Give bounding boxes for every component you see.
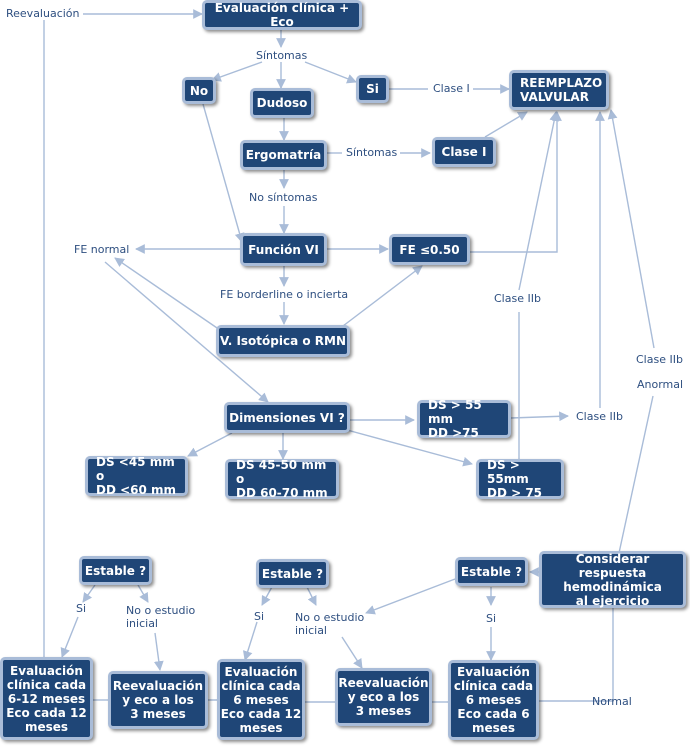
node-reeval-3-meses-2: Reevaluación y eco a los 3 meses [335,668,432,726]
label-clase-i-top: Clase I [433,82,470,95]
node-ds45-50-dd60-70: DS 45-50 mm o DD 60-70 mm [225,458,339,500]
edge-considerar-to-normal [585,608,614,702]
node-si: Si [356,75,389,103]
edge-fenormal-to-dimensiones [104,261,269,403]
edge-clasei-box-to-reemplazo [484,111,528,138]
edge-estable2-to-si [261,584,274,606]
node-no: No [182,77,216,104]
node-clase-i: Clase I [432,137,496,167]
node-ds45-dd60: DS <45 mm o DD <60 mm [85,455,188,497]
edge-estable2-to-no [305,584,317,606]
edge-sintomas-to-si [304,61,357,84]
label-no-estudio-1: No o estudio inicial [126,604,196,630]
node-eval-6-12-meses: Evaluación clínica cada 6-12 meses Eco c… [0,657,93,740]
label-fe-borderline: FE borderline o incierta [220,288,349,301]
node-reeval-3-meses-1: Reevaluación y eco a los 3 meses [108,671,208,729]
node-isotopica-rmn: V. Isotópica o RMN [216,325,350,357]
edge-no2-to-reeval [341,636,363,669]
label-clase-iib-right: Clase IIb [576,410,623,423]
label-anormal: Anormal [637,378,684,391]
node-estable-3: Estable ? [455,557,528,586]
edge-no1-to-reeval [153,632,164,671]
edge-si2-to-eval612b [242,621,258,661]
node-ds55-dd75-lower: DS > 55mm DD > 75 [476,458,564,500]
edge-isotopica-to-fenormal [114,257,221,331]
node-estable-2: Estable ? [256,559,329,588]
edge-isotopica-to-fe050 [342,265,423,327]
edge-no-to-funcion [202,103,245,243]
edge-estable3-to-noestudio [365,578,456,615]
node-ds55-dd75-upper: DS > 55 mm DD >75 [417,398,511,440]
label-clase-iib-far: Clase IIb [636,353,683,366]
label-clase-iib-mid: Clase IIb [494,292,541,305]
node-funcion-vi: Función VI [240,233,327,266]
node-eval-6-meses-eco-12: Evaluación clínica cada 6 meses Eco cada… [217,659,305,740]
node-eval-6-meses-eco-6: Evaluación clínica cada 6 meses Eco cada… [448,660,539,740]
label-normal: Normal [592,695,632,708]
label-si-2: Si [254,610,265,623]
edge-ds55a-to-iib [510,411,569,422]
node-dimensiones-vi: Dimensiones VI ? [224,402,350,433]
node-estable-1: Estable ? [79,556,152,585]
node-eval-clinica-eco: Evaluación clínica + Eco [202,0,362,30]
edge-dim-to-ds55b [335,426,473,467]
label-no-sintomas: No síntomas [249,191,318,204]
node-considerar-respuesta: Considerar respuesta hemodinámica al eje… [539,551,686,608]
edge-iib-up-to-reemplazo [518,111,560,291]
label-si-1: Si [76,602,87,615]
edge-estable1-to-no [137,584,149,603]
label-no-estudio-2: No o estudio inicial [295,611,365,637]
node-fe-050: FE ≤0.50 [389,234,470,265]
edge-dim-to-ds45 [187,432,233,457]
edge-estable1-to-si [82,584,96,603]
node-ergometria: Ergomatría [240,140,327,170]
edge-sintomas-to-no [211,61,263,82]
label-sintomas-mid: Síntomas [346,146,398,159]
edge-considerar-to-anormal [618,395,654,554]
node-dudoso: Dudoso [250,88,314,118]
label-reevaluacion: Reevaluación [6,7,80,20]
edge-si1-to-eval612 [60,616,79,658]
node-reemplazo-valvular: REEMPLAZO VALVULAR [509,70,609,110]
edge-iib-to-reemplazo-right [607,109,655,349]
label-fe-normal: FE normal [74,243,130,256]
label-sintomas-top: Síntomas [256,49,308,62]
label-si-3: Si [486,612,497,625]
edge-fe050-to-reemplazo [470,111,562,253]
